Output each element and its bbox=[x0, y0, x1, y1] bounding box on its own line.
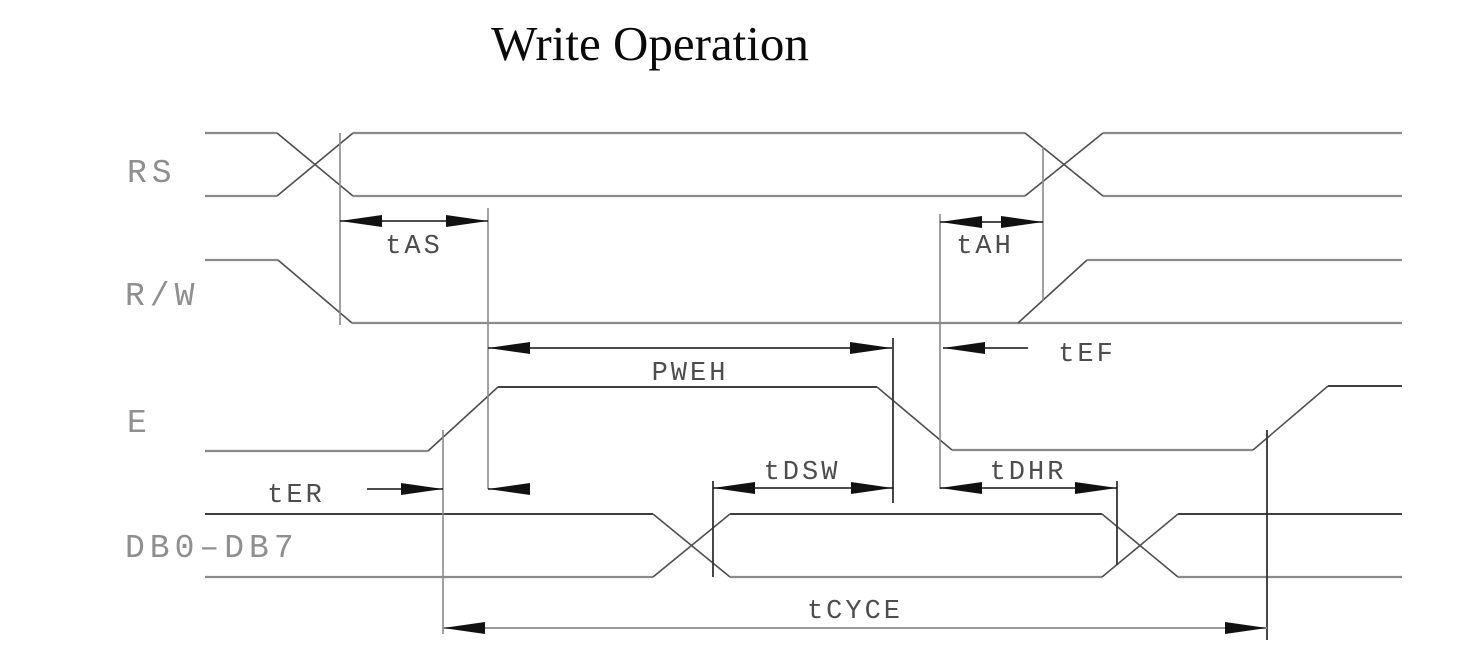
dimension-pweh: PWEH bbox=[488, 342, 892, 389]
dimension-tas: tAS bbox=[340, 215, 488, 262]
rw-falling-edge bbox=[277, 259, 353, 324]
db-crossover-left bbox=[652, 513, 731, 578]
arrow-head-right bbox=[1001, 216, 1043, 228]
dimension-tef: tEF bbox=[943, 340, 1116, 370]
arrow-head-left bbox=[940, 482, 982, 494]
timing-label-pweh: PWEH bbox=[652, 359, 729, 389]
arrow-head-right-pointing bbox=[401, 483, 443, 495]
arrow-head-left bbox=[943, 342, 985, 354]
e-waveform bbox=[205, 385, 1402, 453]
arrow-head-left bbox=[488, 342, 530, 354]
arrow-head-right bbox=[851, 482, 893, 494]
rs-rails-left bbox=[205, 131, 277, 198]
rs-rails-middle bbox=[353, 131, 1025, 198]
arrow-head-left bbox=[940, 216, 982, 228]
timing-label-tah: tAH bbox=[956, 232, 1014, 262]
signal-label-rs: RS bbox=[127, 155, 177, 192]
rs-rails-right bbox=[1103, 131, 1402, 198]
timing-label-tcyce: tCYCE bbox=[807, 597, 903, 627]
signal-label-rw: R/W bbox=[125, 278, 199, 315]
rs-crossover-left bbox=[276, 132, 354, 197]
arrow-head-left bbox=[443, 622, 485, 634]
timing-label-ter: tER bbox=[267, 481, 325, 511]
timing-label-tef: tEF bbox=[1058, 340, 1116, 370]
rs-waveform bbox=[205, 131, 1402, 198]
db-waveform bbox=[205, 513, 1402, 579]
arrow-head-right bbox=[850, 342, 892, 354]
dimension-tah: tAH bbox=[940, 216, 1043, 262]
signal-label-db0-db7: DB0–DB7 bbox=[125, 530, 299, 567]
dimension-tcyce: tCYCE bbox=[443, 597, 1267, 634]
db-crossover-right bbox=[1101, 513, 1179, 578]
timing-label-tas: tAS bbox=[385, 232, 443, 262]
arrow-head-right bbox=[1075, 482, 1117, 494]
e-rising-edge-2 bbox=[1252, 385, 1329, 451]
timing-label-tdsw: tDSW bbox=[764, 458, 841, 488]
diagram-title: Write Operation bbox=[491, 16, 809, 71]
rw-rising-edge bbox=[1017, 259, 1088, 324]
e-rising-edge-1 bbox=[427, 386, 499, 452]
arrow-head-left bbox=[713, 482, 755, 494]
arrow-head-right bbox=[446, 215, 488, 227]
arrow-head-left bbox=[340, 215, 382, 227]
signal-label-e: E bbox=[127, 405, 152, 442]
rs-crossover-right bbox=[1024, 132, 1104, 197]
timing-label-tdhr: tDHR bbox=[990, 458, 1067, 488]
rw-waveform bbox=[205, 258, 1402, 325]
dimension-tdsw: tDSW bbox=[713, 458, 893, 494]
dimension-tdhr: tDHR bbox=[940, 458, 1117, 494]
arrow-head-right bbox=[1225, 622, 1267, 634]
dimension-ter: tER bbox=[267, 481, 530, 511]
arrow-head-left-pointing bbox=[488, 483, 530, 495]
